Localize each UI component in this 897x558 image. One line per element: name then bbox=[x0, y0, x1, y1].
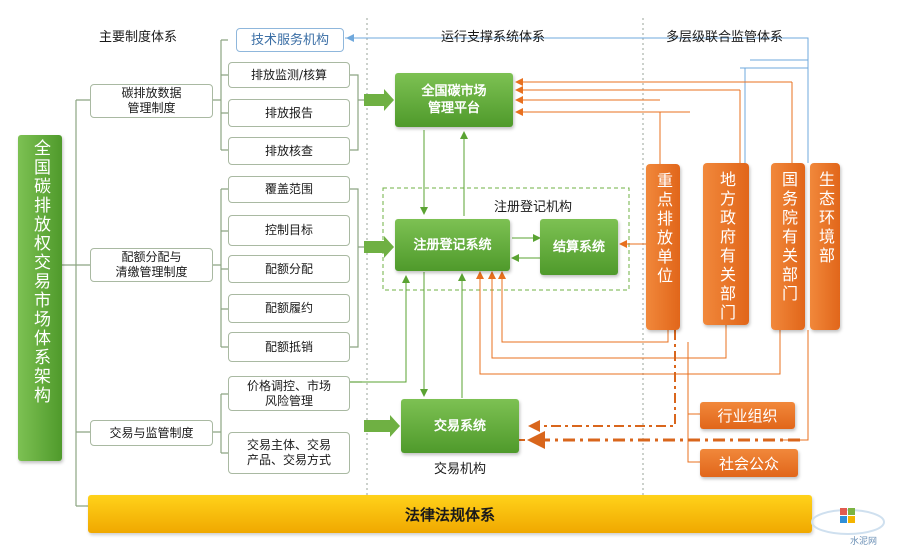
category-trading: 交易与监管制度 bbox=[90, 420, 213, 446]
item-target: 控制目标 bbox=[228, 215, 350, 246]
ministry-ecology-label: 生态环境部 bbox=[816, 171, 835, 266]
header-supervision: 多层级联合监管体系 bbox=[666, 30, 784, 45]
legal-system-bar: 法律法规体系 bbox=[88, 495, 812, 533]
header-main-system: 主要制度体系 bbox=[99, 30, 178, 45]
settlement-system: 结算系统 bbox=[540, 219, 618, 275]
tech-service-box: 技术服务机构 bbox=[236, 28, 344, 52]
key-emitter: 重点排放单位 bbox=[646, 164, 680, 330]
public: 社会公众 bbox=[700, 449, 798, 477]
registry-org-label: 注册登记机构 bbox=[494, 200, 573, 215]
watermark-logo-icon bbox=[811, 508, 885, 535]
header-operation: 运行支撑系统体系 bbox=[441, 30, 546, 45]
item-fulfill: 配额履约 bbox=[228, 294, 350, 323]
item-verify: 排放核查 bbox=[228, 137, 350, 165]
trading-system: 交易系统 bbox=[401, 399, 519, 453]
category-quota: 配额分配与 清缴管理制度 bbox=[90, 248, 213, 282]
item-allocation: 配额分配 bbox=[228, 255, 350, 283]
local-government-label: 地方政府有关部门 bbox=[717, 171, 736, 323]
item-report: 排放报告 bbox=[228, 99, 350, 127]
item-price: 价格调控、市场 风险管理 bbox=[228, 376, 350, 411]
ministry-ecology: 生态环境部 bbox=[810, 163, 840, 330]
state-council-departments: 国务院有关部门 bbox=[771, 163, 805, 330]
item-offset: 配额抵销 bbox=[228, 332, 350, 362]
item-monitor: 排放监测/核算 bbox=[228, 62, 350, 88]
carbon-market-platform: 全国碳市场 管理平台 bbox=[395, 73, 513, 127]
category-carbon-data: 碳排放数据 管理制度 bbox=[90, 84, 213, 118]
watermark-logo: 水泥网 bbox=[810, 500, 888, 552]
key-emitter-label: 重点排放单位 bbox=[654, 172, 673, 286]
architecture-title: 全国碳排放权交易市场体系架构 bbox=[18, 135, 62, 461]
watermark-text: 水泥网 bbox=[850, 537, 878, 547]
state-council-label: 国务院有关部门 bbox=[779, 171, 798, 304]
local-government: 地方政府有关部门 bbox=[703, 163, 749, 325]
trading-org-label: 交易机构 bbox=[434, 462, 487, 477]
architecture-title-text: 全国碳排放权交易市场体系架构 bbox=[30, 139, 50, 405]
registry-system: 注册登记系统 bbox=[395, 219, 510, 271]
industry-organization: 行业组织 bbox=[700, 402, 795, 429]
item-coverage: 覆盖范围 bbox=[228, 176, 350, 203]
item-subject: 交易主体、交易 产品、交易方式 bbox=[228, 432, 350, 474]
